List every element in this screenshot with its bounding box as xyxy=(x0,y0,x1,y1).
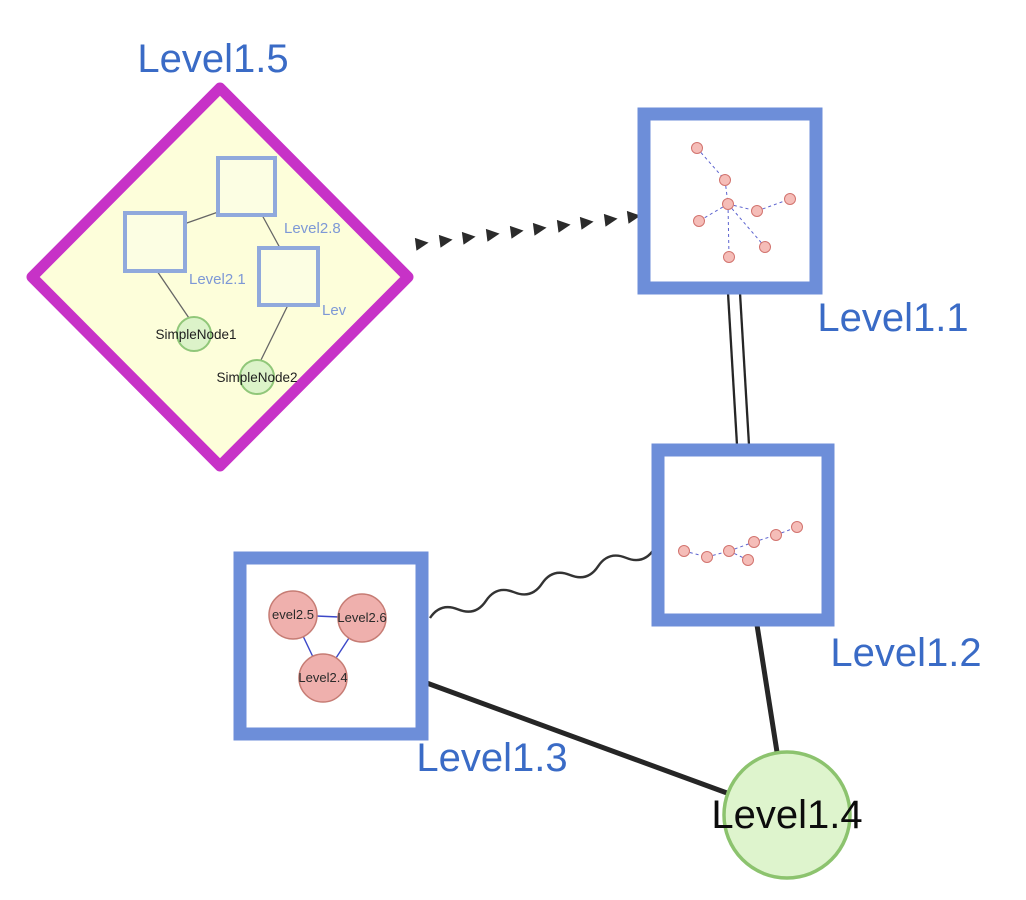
graph-node-dot[interactable] xyxy=(791,521,803,533)
edge-level28-level21[interactable] xyxy=(183,210,222,225)
node-lev[interactable] xyxy=(257,246,320,307)
graph-node-dot[interactable] xyxy=(719,174,731,186)
level25-label: evel2.5 xyxy=(272,607,314,622)
level21-label: Level2.1 xyxy=(189,271,246,288)
node-level12[interactable] xyxy=(651,443,835,627)
node-level21[interactable] xyxy=(123,211,187,273)
graph-node-dot[interactable] xyxy=(701,551,713,563)
level11-label: Level1.1 xyxy=(817,296,968,340)
graph-node-dot[interactable] xyxy=(770,529,782,541)
level12-label: Level1.2 xyxy=(830,631,981,675)
graph-node-dot[interactable] xyxy=(678,545,690,557)
level12-inner-graph xyxy=(678,521,803,566)
node-level24[interactable] xyxy=(298,653,348,703)
graph-node-dot[interactable] xyxy=(759,241,771,253)
edge-level15-level11[interactable] xyxy=(402,210,641,251)
lev-label: Lev xyxy=(322,302,347,319)
edge-level21-simplenode1[interactable] xyxy=(156,270,192,322)
inner-edge xyxy=(696,147,726,181)
node-level28[interactable] xyxy=(216,156,277,217)
node-level13[interactable] xyxy=(233,551,429,741)
node-simplenode1[interactable] xyxy=(176,316,212,352)
edge-level13-level12[interactable] xyxy=(429,548,655,619)
edge-lev-simplenode2[interactable] xyxy=(259,304,289,363)
node-level14[interactable] xyxy=(722,750,852,880)
level15-label: Level1.5 xyxy=(137,37,288,81)
graph-node-dot[interactable] xyxy=(693,215,705,227)
edge-level11-level12[interactable] xyxy=(726,292,751,446)
node-simplenode2[interactable] xyxy=(239,359,275,395)
node-level26[interactable] xyxy=(337,593,387,643)
level11-inner-graph xyxy=(691,142,796,263)
level13-label: Level1.3 xyxy=(416,736,567,780)
level28-label: Level2.8 xyxy=(284,220,341,237)
level13-inner-graph: evel2.5 Level2.6 Level2.4 xyxy=(268,590,387,703)
node-level11-group: Level1.1 xyxy=(637,107,969,340)
edge-level28-lev[interactable] xyxy=(261,214,281,249)
simplenode1-label: SimpleNode1 xyxy=(155,327,236,342)
inner-edge xyxy=(727,203,730,258)
level14-label: Level1.4 xyxy=(711,793,862,837)
level24-label: Level2.4 xyxy=(298,670,347,685)
graph-node-dot[interactable] xyxy=(751,205,763,217)
graph-node-dot[interactable] xyxy=(691,142,703,154)
graph-node-dot[interactable] xyxy=(723,545,735,557)
node-level14-group: Level1.4 xyxy=(711,750,863,880)
edge-level13-level14[interactable] xyxy=(421,679,730,796)
graph-node-dot[interactable] xyxy=(748,536,760,548)
graph-node-dot[interactable] xyxy=(723,251,735,263)
edge-level12-level14[interactable] xyxy=(754,622,780,755)
node-level13-group: evel2.5 Level2.6 Level2.4 Level1.3 xyxy=(233,551,568,780)
node-level15[interactable] xyxy=(26,82,414,472)
node-level15-group: Level1.5 Level2.8 Level2.1 Lev SimpleNod… xyxy=(26,37,414,472)
graph-node-dot[interactable] xyxy=(722,198,734,210)
node-level25[interactable] xyxy=(268,590,318,640)
level26-label: Level2.6 xyxy=(337,610,386,625)
graph-node-dot[interactable] xyxy=(784,193,796,205)
graph-node-dot[interactable] xyxy=(742,554,754,566)
node-level12-group: Level1.2 xyxy=(651,443,982,675)
inner-edge xyxy=(728,541,755,552)
simplenode2-label: SimpleNode2 xyxy=(216,370,297,385)
